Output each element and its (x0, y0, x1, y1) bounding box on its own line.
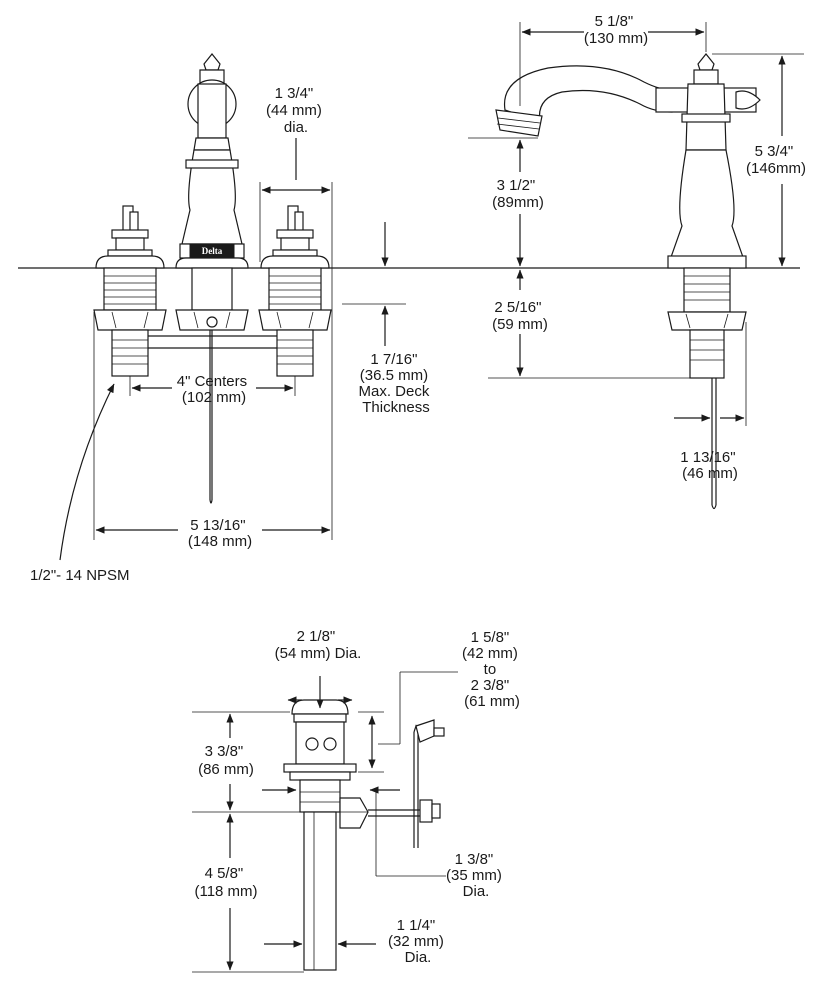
dim-spout-reach: 5 1/8" (130 mm) (584, 13, 648, 47)
dim-total-height: 5 3/4" (146mm) (746, 143, 806, 177)
side-view: 5 1/8" (130 mm) 5 3/4" (146mm) 3 1/2" (8… (468, 13, 806, 510)
dim-thread: 1/2"- 14 NPSM (30, 567, 130, 584)
dim-tail-dia: 1 1/4" (32 mm) Dia. (388, 917, 448, 966)
dim-spout-height: 3 1/2" (89mm) (492, 177, 544, 211)
dim-pivot-dia: 1 3/8" (35 mm) Dia. (446, 851, 506, 900)
brand-mark: Delta (202, 246, 223, 256)
dim-overall-width: 5 13/16" (148 mm) (188, 517, 252, 550)
left-valve (93, 205, 167, 377)
dim-outlet-dia: 1 3/4" (44 mm) dia. (266, 85, 326, 136)
dim-max-deck: 1 7/16" (36.5 mm) Max. Deck Thickness (358, 351, 433, 416)
dim-centers: 4" Centers (102 mm) (177, 373, 252, 406)
dim-drain-lower: 4 5/8" (118 mm) (194, 865, 257, 900)
right-valve (258, 205, 332, 377)
dim-shank-length: 2 5/16" (59 mm) (492, 299, 548, 333)
drain-view: 2 1/8" (54 mm) Dia. 1 5/8" (42 mm) to 2 … (192, 628, 522, 973)
front-view: Delta (18, 53, 800, 584)
center-spout-body: Delta (175, 53, 249, 504)
dim-flange-dia: 2 1/8" (54 mm) Dia. (275, 628, 362, 662)
dim-drain-upper: 3 3/8" (86 mm) (198, 743, 254, 778)
dim-shank-width: 1 13/16" (46 mm) (680, 449, 740, 482)
dim-drain-range: 1 5/8" (42 mm) to 2 3/8" (61 mm) (462, 629, 522, 710)
